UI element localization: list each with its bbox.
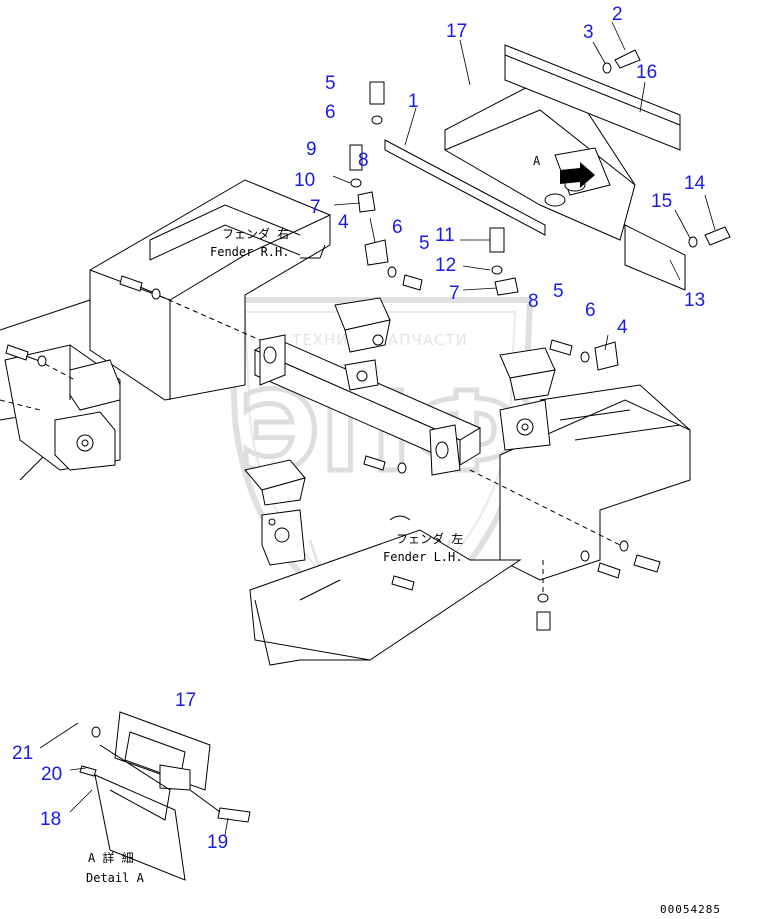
detail-a-en: Detail A (86, 871, 145, 885)
bolts-left (0, 275, 261, 411)
rail (384, 139, 546, 236)
callout-21: 21 (12, 743, 33, 764)
callout-8: 8 (358, 150, 369, 171)
callout-17: 17 (175, 690, 196, 711)
callout-7: 7 (310, 197, 321, 218)
callout-4: 4 (617, 317, 628, 338)
fender-lh-en: Fender L.H. (383, 550, 462, 564)
bolt-2 (602, 49, 641, 74)
callout-6: 6 (585, 300, 596, 321)
fender-rh (0, 179, 331, 481)
crossmember-mount (334, 297, 391, 391)
callout-20: 20 (41, 764, 62, 785)
callout-5: 5 (325, 73, 336, 94)
callout-9: 9 (306, 139, 317, 160)
callout-16: 16 (636, 62, 657, 83)
callouts: 1 2 3 4 4 5 5 5 6 6 6 7 7 8 8 9 10 11 12… (12, 4, 706, 853)
mount-bracket-right (499, 347, 556, 451)
callout-19: 19 (207, 832, 228, 853)
bolts-upper (349, 81, 619, 371)
bolt-14 (688, 226, 731, 248)
plate-16 (504, 44, 681, 151)
callout-15: 15 (651, 191, 672, 212)
fender-rh-en: Fender R.H. (210, 245, 289, 259)
detail-a-jp: A 詳 細 (88, 850, 134, 865)
callout-6: 6 (325, 102, 336, 123)
document-number: 00054285 (660, 903, 721, 916)
callout-2: 2 (612, 4, 623, 25)
view-a-label: A (533, 154, 541, 168)
fender-lh-label: フェンダ 左 Fender L.H. (383, 515, 463, 564)
callout-12: 12 (435, 255, 456, 276)
callout-17: 17 (446, 21, 467, 42)
fender-rh-jp: フェンダ 右 (222, 226, 289, 241)
plate-13 (624, 224, 686, 291)
mount-bracket-center (244, 459, 306, 566)
callout-13: 13 (684, 290, 705, 311)
view-a-arrow: A (533, 154, 595, 188)
crossmember (253, 334, 482, 476)
callout-1: 1 (408, 91, 419, 112)
leader-lines (39, 21, 716, 836)
callout-8: 8 (528, 291, 539, 312)
callout-5: 5 (553, 281, 564, 302)
bolts-right-lower (363, 455, 661, 631)
callout-4: 4 (338, 212, 349, 233)
mount-bracket-left (54, 359, 121, 471)
callout-10: 10 (294, 170, 315, 191)
callout-11: 11 (435, 225, 455, 246)
callout-7: 7 (449, 283, 460, 304)
callout-14: 14 (684, 173, 706, 194)
callout-3: 3 (583, 22, 594, 43)
callout-18: 18 (40, 809, 61, 830)
fender-rh-label: フェンダ 右 Fender R.H. (210, 226, 326, 259)
fender-lh-jp: フェンダ 左 (396, 531, 463, 546)
detail-a: A 詳 細 Detail A (79, 711, 251, 885)
callout-6: 6 (392, 217, 403, 238)
callout-5: 5 (419, 233, 430, 254)
